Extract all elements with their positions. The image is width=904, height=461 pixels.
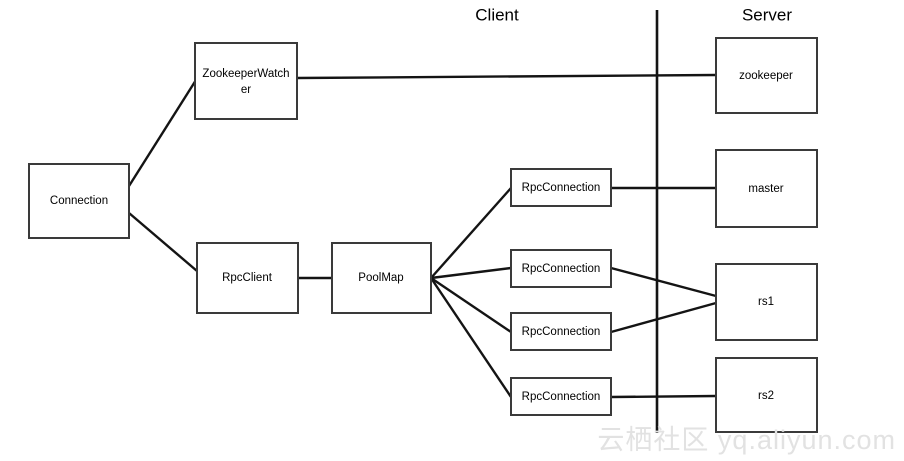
node-rpcconnection-rs1-b[interactable]: RpcConnection <box>510 312 612 351</box>
edge-zookeeperwatcher-to-zookeeper <box>296 73 717 80</box>
node-rpcconnection-rs2[interactable]: RpcConnection <box>510 377 612 416</box>
node-poolmap[interactable]: PoolMap <box>331 242 432 314</box>
edge-rpcconnection-to-rs1-b <box>610 301 717 334</box>
edge-poolmap-to-rpcconnection-rs2 <box>430 277 512 398</box>
node-rs1-label: rs1 <box>758 296 774 308</box>
node-rpcconnection-rs2-label: RpcConnection <box>522 391 601 403</box>
node-rpcconnection-rs1-b-box[interactable] <box>510 312 612 351</box>
edge-connection-to-zookeeperwatcher <box>127 79 198 187</box>
node-rpcconnection-rs1-b-label: RpcConnection <box>522 326 601 338</box>
zone-label-server: Server <box>742 5 792 24</box>
node-zookeeper[interactable]: zookeeper <box>715 37 818 114</box>
node-rs1-box[interactable] <box>715 263 818 341</box>
node-rs2-box[interactable] <box>715 357 818 433</box>
node-poolmap-label: PoolMap <box>358 272 403 284</box>
node-layer: Connection ZookeeperWatch er RpcClient P… <box>28 37 818 433</box>
edge-rpcconnection-to-rs2 <box>610 394 717 399</box>
node-rs1[interactable]: rs1 <box>715 263 818 341</box>
node-poolmap-box[interactable] <box>331 242 432 314</box>
node-connection[interactable]: Connection <box>28 163 130 239</box>
edge-poolmap-to-rpcconnection-master <box>430 187 512 279</box>
node-rpcconnection-rs1-a-box[interactable] <box>510 249 612 288</box>
zone-labels: Client Server <box>475 5 792 24</box>
node-rpcclient[interactable]: RpcClient <box>196 242 299 314</box>
edge-connection-to-rpcclient <box>128 212 198 272</box>
node-zookeeperwatcher[interactable]: ZookeeperWatch er <box>194 42 298 120</box>
node-zookeeper-label: zookeeper <box>739 70 793 82</box>
node-zookeeperwatcher-label-line1: ZookeeperWatch <box>202 68 289 80</box>
node-rs2-label: rs2 <box>758 390 774 402</box>
node-master-label: master <box>748 183 783 195</box>
node-rpcconnection-master[interactable]: RpcConnection <box>510 168 612 207</box>
node-connection-label: Connection <box>50 195 108 207</box>
node-zookeeperwatcher-box[interactable] <box>194 42 298 120</box>
edge-poolmap-to-rpcconnection-rs1-b <box>430 277 512 333</box>
node-zookeeperwatcher-label-line2: er <box>241 84 251 96</box>
node-rpcclient-box[interactable] <box>196 242 299 314</box>
node-rpcconnection-rs1-a-label: RpcConnection <box>522 263 601 275</box>
node-rpcconnection-master-label: RpcConnection <box>522 182 601 194</box>
node-master-box[interactable] <box>715 149 818 228</box>
zone-label-client: Client <box>475 5 519 24</box>
node-zookeeper-box[interactable] <box>715 37 818 114</box>
edge-rpcconnection-to-rs1-a <box>610 266 717 298</box>
edge-poolmap-to-rpcconnection-rs1-a <box>430 266 512 280</box>
node-rpcclient-label: RpcClient <box>222 272 273 284</box>
node-rpcconnection-rs1-a[interactable]: RpcConnection <box>510 249 612 288</box>
node-rs2[interactable]: rs2 <box>715 357 818 433</box>
node-rpcconnection-master-box[interactable] <box>510 168 612 207</box>
node-master[interactable]: master <box>715 149 818 228</box>
node-connection-box[interactable] <box>28 163 130 239</box>
node-rpcconnection-rs2-box[interactable] <box>510 377 612 416</box>
edge-layer <box>127 73 717 399</box>
